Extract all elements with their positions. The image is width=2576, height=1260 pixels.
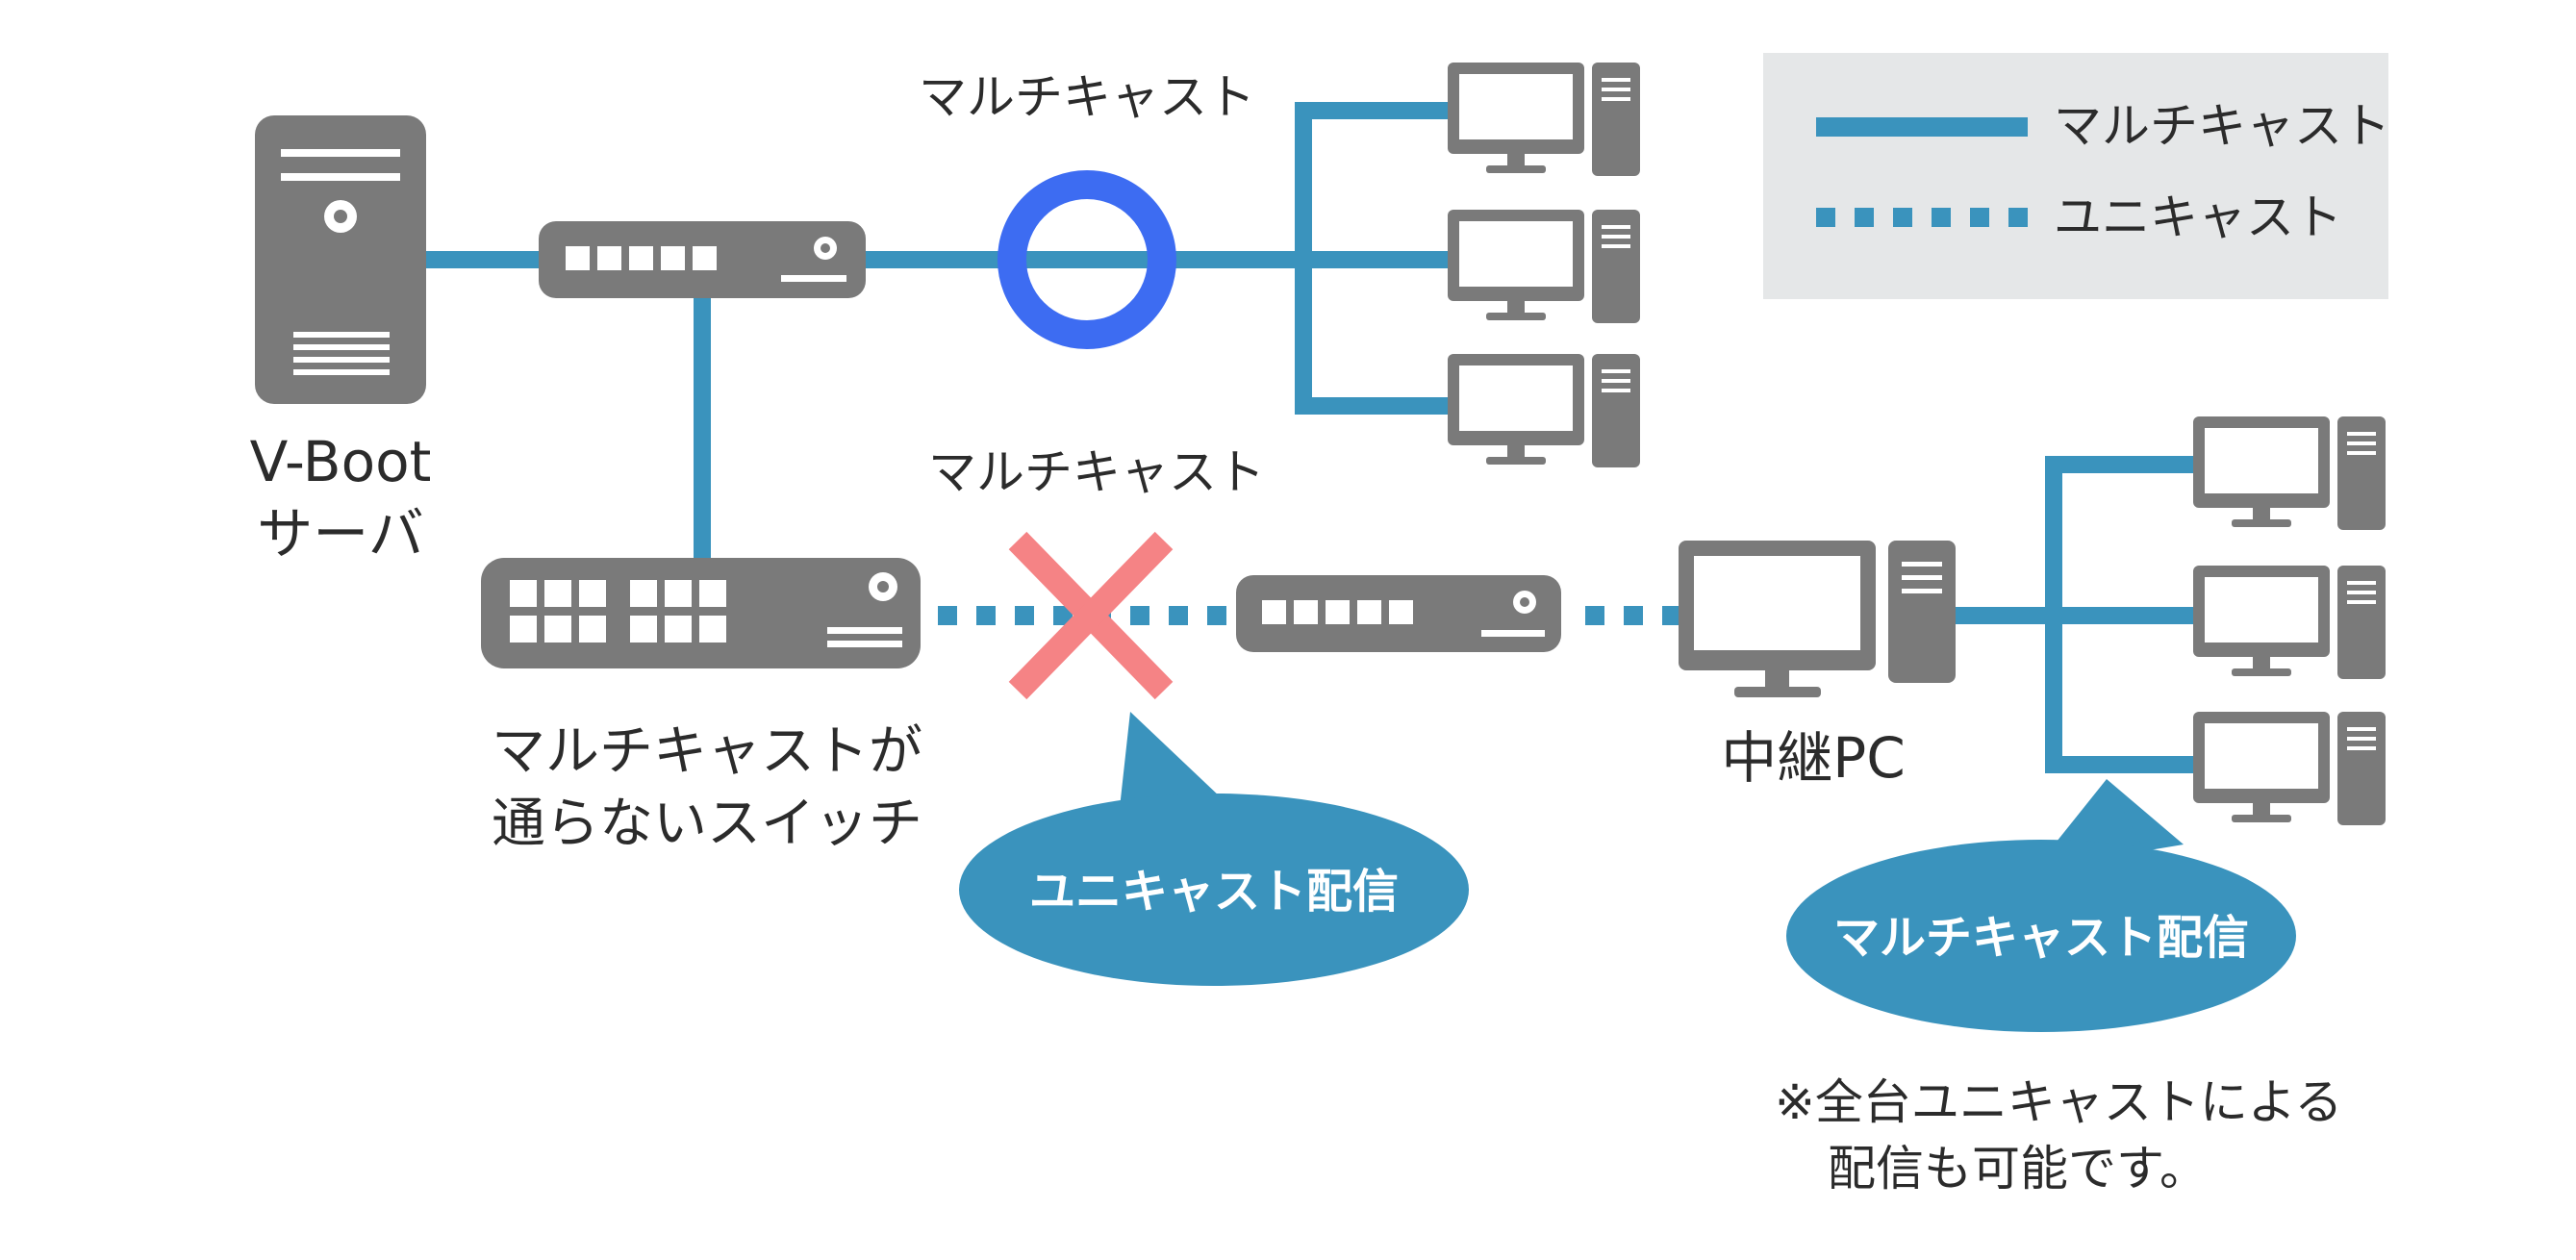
legend: マルチキャスト ユニキャスト <box>1763 53 2390 299</box>
multicast-top-label: マルチキャスト <box>919 69 1255 125</box>
top-switch-icon <box>539 221 866 298</box>
server-label-line1: V-Boot <box>250 429 432 494</box>
non-multicast-switch-icon <box>481 558 921 668</box>
multicast-ring-icon <box>998 170 1176 349</box>
client-pc-icon <box>1448 210 1640 323</box>
blocked-cross-icon <box>1008 531 1174 700</box>
note-line1: ※全台ユニキャストによる <box>1775 1074 2342 1130</box>
relay-pc-icon <box>1679 541 1956 697</box>
client-pc-icon <box>1448 354 1640 467</box>
client-pc-icon <box>2193 712 2386 825</box>
client-pc-icon <box>2193 566 2386 679</box>
switch-label-line2: 通らないスイッチ <box>492 793 922 855</box>
legend-background <box>1763 53 2388 299</box>
multicast-callout: マルチキャスト配信 <box>1786 779 2296 1032</box>
legend-unicast-label: ユニキャスト <box>2054 189 2342 245</box>
connections <box>423 102 2198 773</box>
note-line2: 配信も可能です。 <box>1828 1141 2208 1197</box>
legend-multicast-label: マルチキャスト <box>2054 98 2390 154</box>
unicast-callout-text: ユニキャスト配信 <box>1029 865 1399 919</box>
client-pc-icon <box>2193 416 2386 530</box>
middle-switch-icon <box>1236 575 1561 652</box>
server-label-line2: サーバ <box>257 501 423 567</box>
switch-label-line1: マルチキャストが <box>492 720 922 783</box>
server-tower-icon <box>255 115 426 404</box>
multicast-mid-label: マルチキャスト <box>928 444 1265 500</box>
unicast-callout: ユニキャスト配信 <box>959 712 1469 986</box>
client-pc-icon <box>1448 63 1640 176</box>
relay-pc-label: 中継PC <box>1721 725 1905 791</box>
multicast-callout-text: マルチキャスト配信 <box>1833 911 2249 965</box>
